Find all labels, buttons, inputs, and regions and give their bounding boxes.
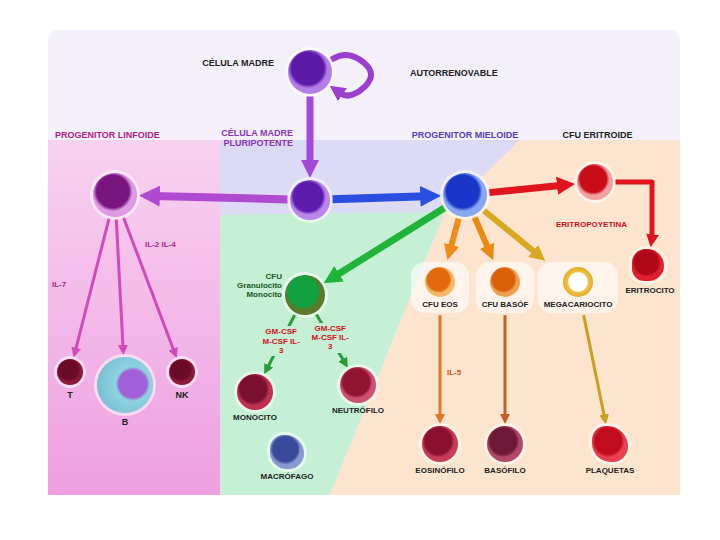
myeloid-progenitor: PROGENITOR MIELOIDE <box>443 173 487 217</box>
stem-cell: CÉLULA MADRE <box>288 50 332 94</box>
cell-body <box>490 267 520 297</box>
cell-label: PLAQUETAS <box>570 466 650 475</box>
lineage-arrow <box>615 182 652 238</box>
lineage-arrow <box>332 196 426 199</box>
b-cell: B <box>97 357 153 413</box>
cytokine-label: IL-5 <box>447 368 461 377</box>
frame <box>48 30 680 495</box>
lymphoid-progenitor: PROGENITOR LINFOIDE <box>93 173 137 217</box>
cell-label: EOSINÓFILO <box>405 466 475 475</box>
erythroid-cfu: CFU ERITROIDE <box>577 164 613 200</box>
lineage-arrow <box>504 315 507 417</box>
cytokine-label: IL-7 <box>52 280 66 289</box>
cell-label: CFU Granulocito Monocito <box>222 272 282 300</box>
process-label: AUTORRENOVABLE <box>410 68 498 78</box>
eosinophil-cfu: CFU EOS <box>411 262 469 313</box>
lineage-arrow <box>123 217 174 351</box>
lineage-arrow <box>489 185 563 192</box>
cell-label: MEGACARIOCITO <box>542 300 614 309</box>
cytokine-label: ERITROPOYETINA <box>556 220 627 229</box>
cell-label: PROGENITOR LINFOIDE <box>55 130 165 140</box>
cell-label: CÉLULA MADRE <box>192 58 274 68</box>
lineage-arrow <box>154 196 288 199</box>
cell-label: CFU EOS <box>415 300 465 309</box>
cell-label: CÉLULA MADRE PLURIPOTENTE <box>168 128 293 149</box>
cytokine-label: IL-2 IL-4 <box>145 240 176 249</box>
cytokine-label: GM-CSF M-CSF IL-3 <box>259 326 303 356</box>
cell-label: B <box>105 417 145 427</box>
cell-label: MONOCITO <box>220 413 290 422</box>
basophil-cfu: CFU BASÓF <box>476 262 534 313</box>
lineage-arrow <box>584 315 605 417</box>
monocyte: MONOCITO <box>237 374 273 410</box>
cell-label: MACRÓFAGO <box>252 472 322 481</box>
pluripotent-cell: CÉLULA MADRE PLURIPOTENTE <box>290 180 330 220</box>
cell-label: PROGENITOR MIELOIDE <box>405 130 525 140</box>
megakaryocyte: MEGACARIOCITO <box>538 262 618 313</box>
erythrocyte: ERITROCITO <box>632 249 664 281</box>
eosinophil: EOSINÓFILO <box>422 426 458 462</box>
cell-body <box>425 267 455 297</box>
lineage-arrow <box>450 218 458 249</box>
lineage-arrow <box>484 210 537 254</box>
neutrophil: NEUTRÓFILO <box>340 367 376 403</box>
cell-label: NEUTRÓFILO <box>323 406 393 415</box>
cell-label: CFU BASÓF <box>480 300 530 309</box>
lineage-arrow <box>331 55 371 96</box>
nk-cell: NK <box>169 359 195 385</box>
platelets: PLAQUETAS <box>592 426 628 462</box>
lineage-arrow <box>439 315 442 417</box>
cell-label: T <box>55 390 85 400</box>
lineage-arrow <box>475 217 489 250</box>
macrophage: MACRÓFAGO <box>270 435 304 469</box>
myeloid-region <box>330 140 680 495</box>
cell-label: ERITROCITO <box>618 286 682 295</box>
lineage-arrow <box>116 219 123 348</box>
basophil: BASÓFILO <box>487 426 523 462</box>
lineage-arrow <box>307 96 314 165</box>
gm-cfu: CFU Granulocito Monocito <box>285 275 325 315</box>
cell-body <box>563 267 593 297</box>
cytokine-label: GM-CSF M-CSF IL-3 <box>308 323 352 353</box>
t-cell: T <box>57 359 83 385</box>
lineage-arrow <box>75 218 109 350</box>
cell-label: BASÓFILO <box>470 466 540 475</box>
cell-label: NK <box>162 390 202 400</box>
cell-label: CFU ERITROIDE <box>540 130 655 140</box>
